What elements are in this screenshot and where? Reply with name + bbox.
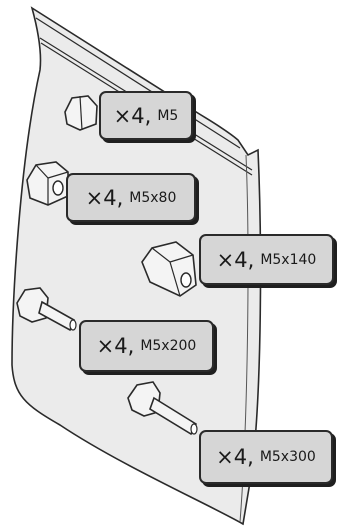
- standoff-icon: [26, 161, 69, 206]
- part-spec-text: M5x140: [260, 251, 317, 268]
- bag-top-seam: [35, 17, 241, 149]
- quantity-text: ×4,: [216, 445, 254, 469]
- nut-icon: [64, 95, 98, 131]
- bolt-icon: [16, 287, 77, 332]
- parts-label: ×4, M5x140: [199, 234, 334, 285]
- part-spec-text: M5x200: [140, 338, 197, 354]
- bolt-icon: [127, 381, 198, 436]
- quantity-text: ×4,: [96, 334, 135, 358]
- parts-label: ×4, M5: [99, 91, 193, 140]
- parts-label: ×4, M5x200: [79, 320, 214, 372]
- parts-label: ×4, M5x80: [66, 173, 196, 222]
- quantity-text: ×4,: [85, 185, 124, 210]
- standoff-icon: [141, 241, 197, 297]
- quantity-text: ×4,: [113, 103, 152, 128]
- part-spec-text: M5x300: [259, 449, 316, 465]
- quantity-text: ×4,: [216, 247, 255, 272]
- part-spec-text: M5x80: [129, 189, 177, 206]
- part-spec-text: M5: [157, 107, 179, 124]
- parts-label: ×4, M5x300: [199, 430, 333, 484]
